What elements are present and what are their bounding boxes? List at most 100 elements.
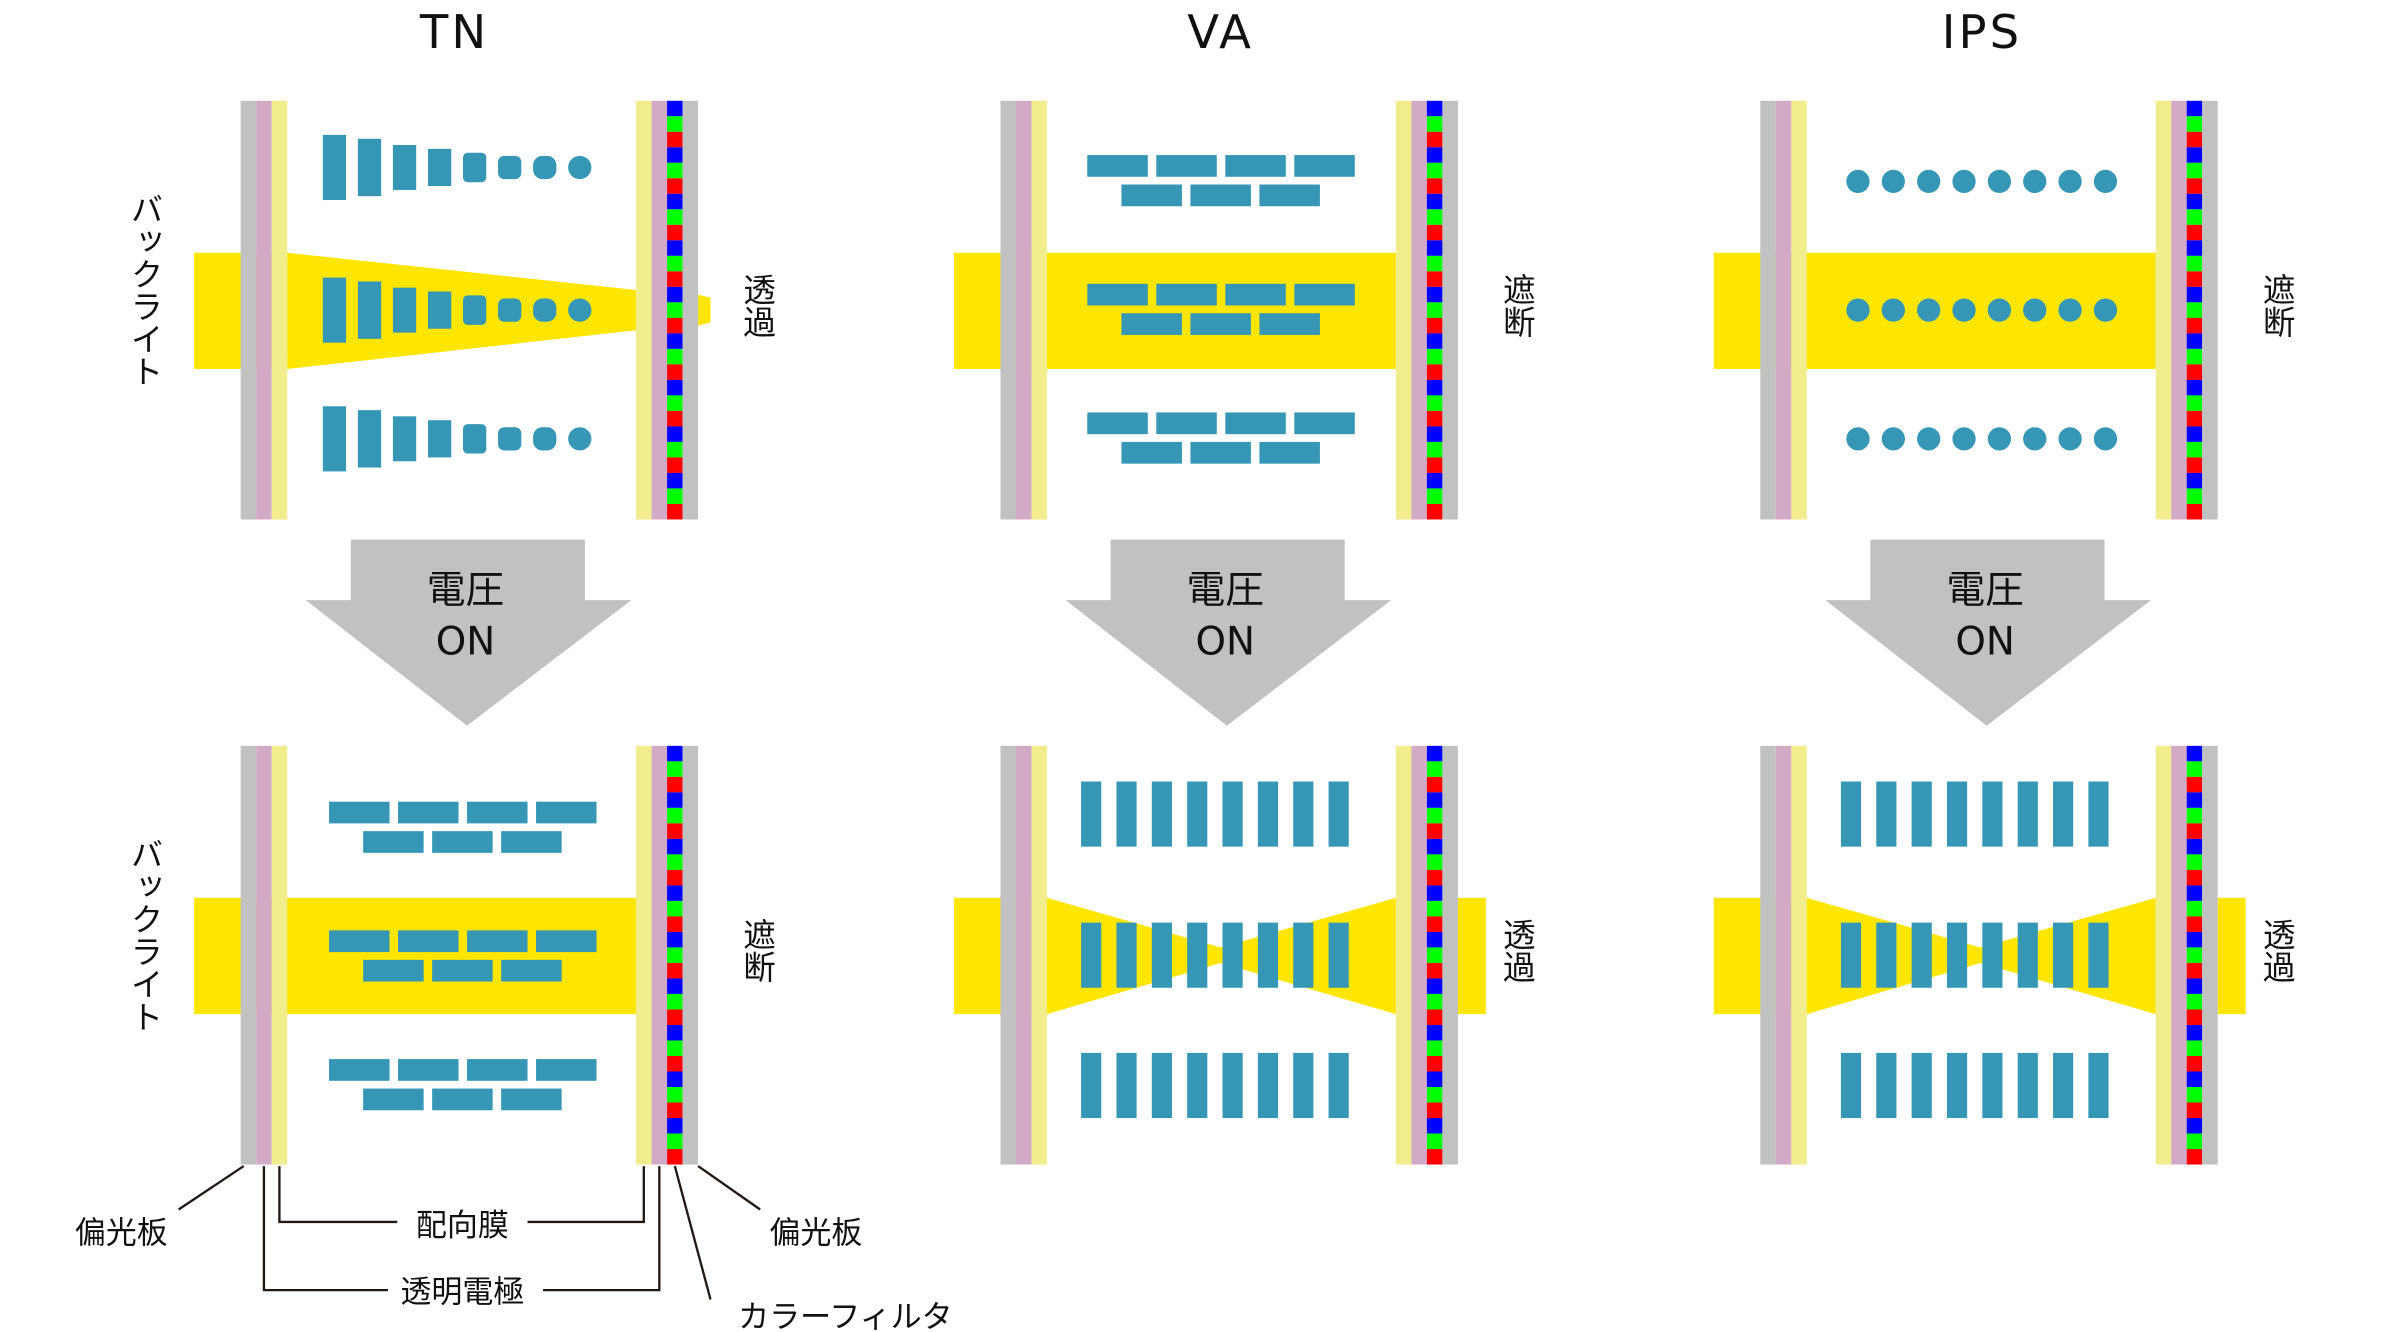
tn-arrow-voltage-label: 電圧 bbox=[427, 568, 505, 613]
diagram-shapes bbox=[194, 100, 2246, 1165]
liquid-crystal-molecule bbox=[1987, 298, 2012, 322]
liquid-crystal-molecule bbox=[363, 831, 424, 853]
color-filter-cell bbox=[1426, 302, 1443, 318]
liquid-crystal-molecule bbox=[1121, 184, 1182, 207]
liquid-crystal-molecule bbox=[536, 930, 597, 953]
liquid-crystal-molecule bbox=[1952, 169, 1976, 194]
color-filter-cell bbox=[2186, 426, 2203, 442]
color-filter-cell bbox=[667, 209, 683, 225]
electrode-left bbox=[1791, 100, 1807, 520]
liquid-crystal-molecule bbox=[432, 1088, 493, 1111]
liquid-crystal-molecule bbox=[1946, 781, 1968, 847]
liquid-crystal-molecule bbox=[1087, 283, 1148, 306]
color-filter-cell bbox=[2186, 317, 2203, 334]
liquid-crystal-molecule bbox=[322, 277, 347, 343]
ips-voltage-off-panel bbox=[1713, 100, 2218, 520]
color-filter-cell bbox=[2186, 776, 2203, 793]
liquid-crystal-molecule bbox=[463, 295, 487, 325]
color-filter-cell bbox=[1426, 1133, 1443, 1150]
leader-alignment-film bbox=[278, 1166, 645, 1224]
liquid-crystal-molecule bbox=[2093, 427, 2118, 451]
leader-polarizer-left bbox=[177, 1165, 245, 1211]
polarizer-left bbox=[240, 100, 257, 520]
liquid-crystal-molecule bbox=[568, 155, 592, 180]
liquid-crystal-molecule bbox=[1987, 427, 2012, 451]
electrode-left bbox=[1031, 100, 1047, 520]
color-filter-cell bbox=[1426, 978, 1443, 994]
liquid-crystal-molecule bbox=[363, 959, 424, 982]
liquid-crystal-molecule bbox=[2093, 298, 2118, 322]
liquid-crystal-molecule bbox=[1259, 441, 1320, 464]
liquid-crystal-molecule bbox=[1257, 781, 1279, 847]
color-filter-cell bbox=[2186, 379, 2203, 396]
liquid-crystal-molecule bbox=[432, 831, 493, 853]
color-filter-cell bbox=[2186, 947, 2203, 963]
liquid-crystal-molecule bbox=[1151, 922, 1172, 988]
color-filter-cell bbox=[667, 255, 683, 272]
liquid-crystal-molecule bbox=[1222, 1052, 1243, 1119]
color-filter-cell bbox=[1426, 1055, 1443, 1072]
liquid-crystal-molecule bbox=[1257, 1052, 1279, 1119]
polarizer-left bbox=[240, 745, 257, 1165]
color-filter-cell bbox=[667, 147, 683, 163]
color-filter-cell bbox=[1426, 792, 1443, 808]
color-filter-cell bbox=[667, 286, 683, 303]
liquid-crystal-molecule bbox=[1156, 155, 1217, 177]
color-filter-cell bbox=[667, 1024, 683, 1041]
liquid-crystal-molecule bbox=[2088, 922, 2109, 988]
va-arrow-on-label: ON bbox=[1196, 619, 1256, 664]
annotation-polarizer-right: 偏光板 bbox=[769, 1216, 862, 1252]
liquid-crystal-molecule bbox=[2093, 169, 2118, 194]
color-filter-cell bbox=[2186, 761, 2203, 777]
voltage-on-arrow bbox=[305, 539, 632, 726]
liquid-crystal-molecule bbox=[1917, 427, 1941, 451]
color-filter-cell bbox=[667, 348, 683, 365]
color-filter-cell bbox=[2186, 1086, 2203, 1103]
annotation-color-filter: カラーフィルタ bbox=[738, 1299, 953, 1332]
color-filter-cell bbox=[667, 488, 683, 504]
color-filter-cell bbox=[2186, 962, 2203, 979]
electrode-right bbox=[636, 745, 652, 1165]
color-filter-cell bbox=[2186, 240, 2203, 256]
color-filter-cell bbox=[667, 1118, 683, 1134]
polarizer-right bbox=[2202, 745, 2218, 1165]
color-filter-cell bbox=[667, 900, 683, 917]
color-filter-cell bbox=[2186, 193, 2203, 210]
color-filter-cell bbox=[1426, 962, 1443, 979]
polarizer-left bbox=[1760, 745, 1776, 1165]
annotation-polarizer-left: 偏光板 bbox=[75, 1216, 168, 1252]
color-filter-cell bbox=[1426, 776, 1443, 793]
color-filter-cell bbox=[667, 410, 683, 427]
color-filter-cell bbox=[2186, 1040, 2203, 1056]
color-filter-cell bbox=[2186, 1133, 2203, 1150]
color-filter-cell bbox=[2186, 348, 2203, 365]
color-filter-cell bbox=[1426, 271, 1443, 287]
color-filter-cell bbox=[667, 1086, 683, 1103]
liquid-crystal-molecule bbox=[1946, 1052, 1968, 1119]
color-filter-cell bbox=[667, 1149, 683, 1165]
liquid-crystal-molecule bbox=[568, 298, 592, 322]
liquid-crystal-molecule bbox=[1328, 922, 1349, 988]
liquid-crystal-molecule bbox=[2053, 922, 2074, 988]
liquid-crystal-molecule bbox=[1846, 427, 1870, 451]
color-filter-cell bbox=[2186, 978, 2203, 994]
color-filter-cell bbox=[667, 333, 683, 349]
va-on-state-label: 透過 bbox=[1498, 918, 1536, 983]
color-filter-cell bbox=[1426, 916, 1443, 932]
liquid-crystal-molecule bbox=[1987, 169, 2012, 194]
color-filter-cell bbox=[2186, 224, 2203, 241]
color-filter-cell bbox=[667, 503, 683, 520]
liquid-crystal-molecule bbox=[498, 155, 522, 180]
alignment-film-left bbox=[1015, 100, 1032, 520]
color-filter-cell bbox=[1426, 193, 1443, 210]
color-filter-cell bbox=[2186, 147, 2203, 163]
liquid-crystal-molecule bbox=[1187, 922, 1208, 988]
liquid-crystal-molecule bbox=[1116, 922, 1137, 988]
color-filter-cell bbox=[1426, 240, 1443, 256]
liquid-crystal-molecule bbox=[501, 1088, 562, 1111]
color-filter-cell bbox=[2186, 457, 2203, 473]
color-filter-cell bbox=[1426, 745, 1443, 762]
color-filter-cell bbox=[667, 1071, 683, 1087]
tn-on-state-label: 遮断 bbox=[738, 918, 776, 984]
color-filter-cell bbox=[1426, 885, 1443, 901]
